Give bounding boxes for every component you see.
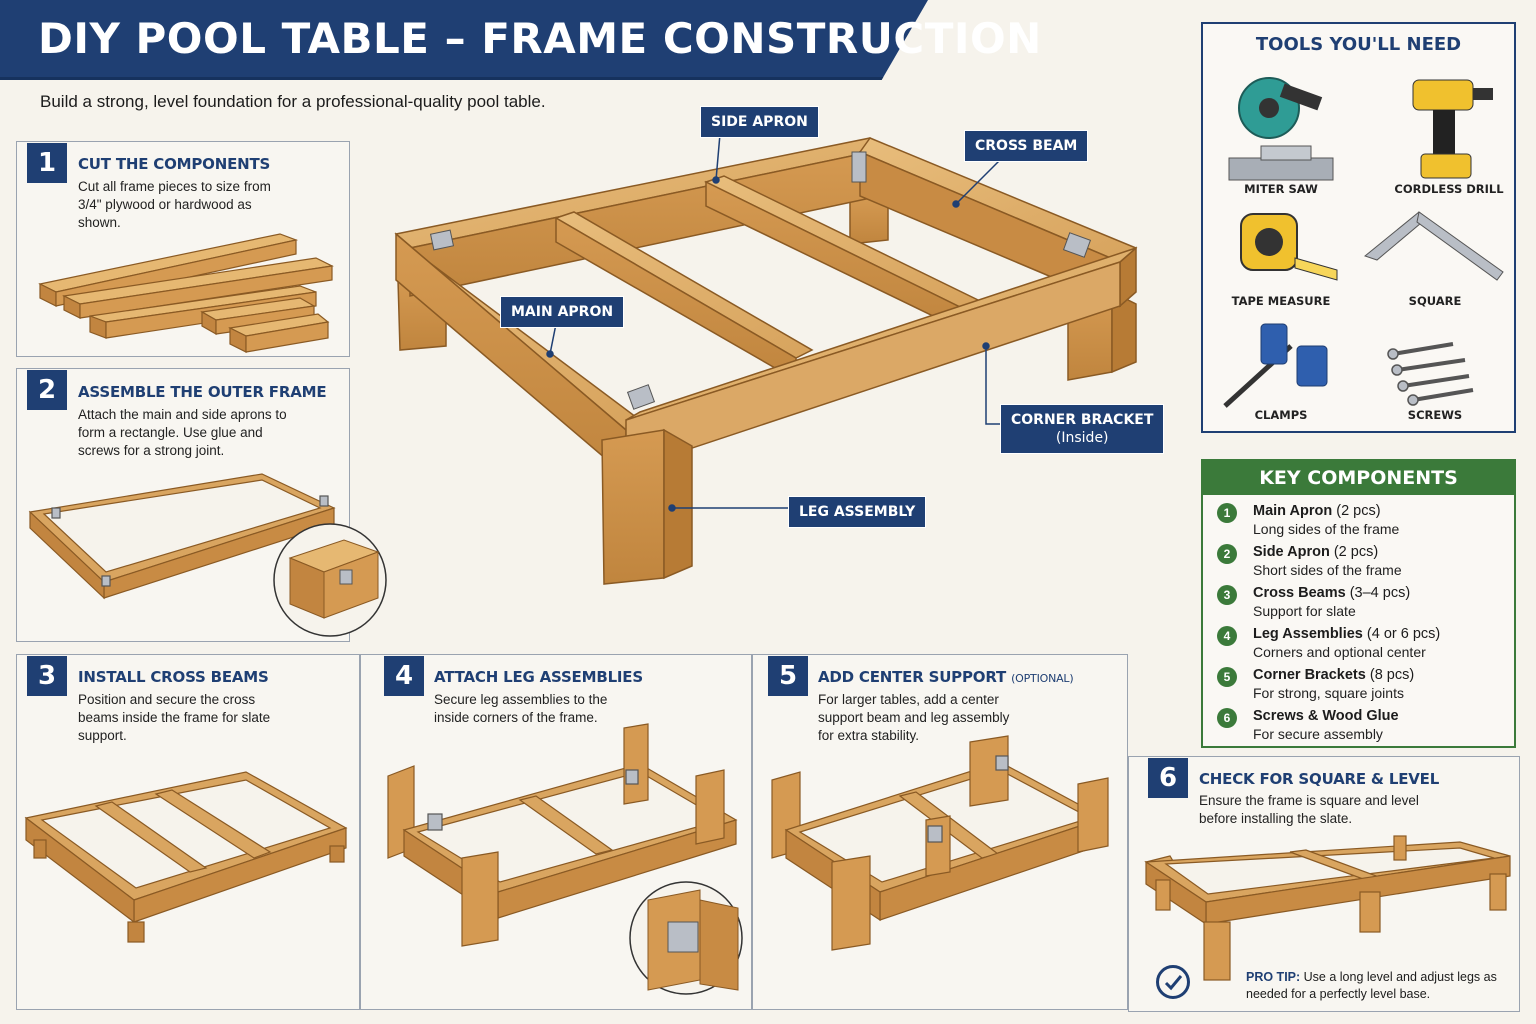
key-item-name: Main Apron bbox=[1253, 503, 1333, 519]
key-item-name: Side Apron bbox=[1253, 544, 1330, 560]
key-item-number: 4 bbox=[1217, 626, 1237, 646]
key-item-name-line: Leg Assemblies (4 or 6 pcs) bbox=[1253, 626, 1440, 642]
callout-leg-assembly: LEG ASSEMBLY bbox=[788, 496, 927, 528]
tool-label-square: SQUARE bbox=[1408, 294, 1462, 308]
front-corner-leg bbox=[601, 428, 693, 585]
key-item-desc: Support for slate bbox=[1253, 603, 1356, 619]
tool-label-tape-measure: TAPE MEASURE bbox=[1231, 294, 1331, 308]
key-item-qty: (3–4 pcs) bbox=[1349, 585, 1411, 601]
step-3-title: INSTALL CROSS BEAMS bbox=[78, 668, 269, 686]
key-item-name-line: Main Apron (2 pcs) bbox=[1253, 503, 1381, 519]
key-item-desc: For strong, square joints bbox=[1253, 685, 1404, 701]
key-item-qty: (2 pcs) bbox=[1333, 544, 1379, 560]
tools-title: TOOLS YOU'LL NEED bbox=[1255, 34, 1462, 55]
key-item-name: Cross Beams bbox=[1253, 585, 1346, 601]
key-item-desc: Long sides of the frame bbox=[1253, 521, 1400, 537]
step-5-title-text: ADD CENTER SUPPORT bbox=[818, 668, 1007, 686]
step-6-number: 6 bbox=[1148, 758, 1188, 798]
pro-tip-text: Use a long level and adjust legs as need… bbox=[1246, 970, 1497, 1001]
key-item-qty: (8 pcs) bbox=[1369, 667, 1415, 683]
key-item-qty: (2 pcs) bbox=[1336, 503, 1381, 519]
step-4-title: ATTACH LEG ASSEMBLIES bbox=[434, 668, 643, 686]
left-side-apron bbox=[395, 232, 642, 478]
tool-label-clamps: CLAMPS bbox=[1254, 408, 1308, 422]
step-2-title: ASSEMBLE THE OUTER FRAME bbox=[78, 383, 327, 401]
step-1-description: Cut all frame pieces to size from 3/4" p… bbox=[78, 179, 271, 230]
key-item-name-line: Screws & Wood Glue bbox=[1253, 708, 1399, 724]
page-subtitle: Build a strong, level foundation for a p… bbox=[40, 92, 546, 111]
miter-saw-icon bbox=[1228, 77, 1334, 181]
cordless-drill-icon bbox=[1412, 79, 1493, 179]
step-4-number: 4 bbox=[384, 656, 424, 696]
key-item-name-line: Side Apron (2 pcs) bbox=[1253, 544, 1378, 560]
step-5-number: 5 bbox=[768, 656, 808, 696]
step-6-description: Ensure the frame is square and level bef… bbox=[1199, 793, 1419, 826]
step-6-title: CHECK FOR SQUARE & LEVEL bbox=[1199, 770, 1440, 788]
key-components-title: KEY COMPONENTS bbox=[1203, 461, 1514, 495]
key-item-desc: For secure assembly bbox=[1253, 726, 1383, 742]
cross-beam-1 bbox=[554, 211, 814, 382]
step-1-number: 1 bbox=[27, 143, 67, 183]
screws-icon bbox=[1387, 342, 1474, 406]
callout-side-apron: SIDE APRON bbox=[700, 106, 819, 138]
tool-label-miter-saw: MITER SAW bbox=[1244, 182, 1318, 196]
key-item-name: Leg Assemblies bbox=[1253, 626, 1363, 642]
corner-bracket-icons bbox=[429, 151, 1092, 410]
key-item-number: 5 bbox=[1217, 667, 1237, 687]
tape-measure-icon bbox=[1240, 213, 1338, 281]
tool-label-cordless-drill: CORDLESS DRILL bbox=[1394, 182, 1504, 196]
step-3-number: 3 bbox=[27, 656, 67, 696]
page-title: DIY POOL TABLE – FRAME CONSTRUCTION bbox=[38, 14, 1042, 63]
callout-cross-beam: CROSS BEAM bbox=[964, 130, 1089, 162]
key-item-number: 2 bbox=[1217, 544, 1237, 564]
step-2-description: Attach the main and side aprons to form … bbox=[78, 407, 287, 458]
key-item-name: Screws & Wood Glue bbox=[1253, 708, 1399, 724]
key-item-desc: Short sides of the frame bbox=[1253, 562, 1402, 578]
key-components-panel: KEY COMPONENTS 1 Main Apron (2 pcs) Long… bbox=[1201, 459, 1516, 748]
step-5-title: ADD CENTER SUPPORT (OPTIONAL) bbox=[818, 668, 1074, 686]
key-item-number: 6 bbox=[1217, 708, 1237, 728]
tools-panel: TOOLS YOU'LL NEED MITER SAW CORDLESS DRI… bbox=[1201, 22, 1516, 433]
square-icon bbox=[1363, 211, 1504, 281]
callout-corner-bracket-label: CORNER BRACKET bbox=[1011, 412, 1154, 428]
pro-tip: PRO TIP: Use a long level and adjust leg… bbox=[1246, 969, 1506, 1003]
step-2-number: 2 bbox=[27, 370, 67, 410]
clamps-icon bbox=[1223, 323, 1328, 408]
step-5-optional-tag: (OPTIONAL) bbox=[1011, 672, 1074, 685]
callout-corner-bracket: CORNER BRACKET (Inside) bbox=[1000, 404, 1165, 454]
check-circle-icon bbox=[1156, 965, 1190, 999]
step-3-description: Position and secure the cross beams insi… bbox=[78, 692, 271, 743]
corner-detail-magnifier bbox=[273, 523, 387, 637]
title-banner bbox=[0, 0, 928, 80]
key-item-desc: Corners and optional center bbox=[1253, 644, 1426, 660]
callout-main-apron: MAIN APRON bbox=[500, 296, 625, 328]
leg-detail-magnifier bbox=[629, 881, 743, 995]
callout-leaders bbox=[546, 133, 1002, 512]
step-5-description: For larger tables, add a center support … bbox=[818, 692, 1010, 743]
key-item-qty: (4 or 6 pcs) bbox=[1366, 626, 1441, 642]
pro-tip-label: PRO TIP: bbox=[1246, 970, 1301, 984]
key-item-number: 1 bbox=[1217, 503, 1237, 523]
tool-label-screws: SCREWS bbox=[1407, 408, 1463, 422]
callout-corner-bracket-sub: (Inside) bbox=[1055, 430, 1109, 446]
step-4-description: Secure leg assemblies to the inside corn… bbox=[434, 692, 608, 725]
key-item-name-line: Corner Brackets (8 pcs) bbox=[1253, 667, 1414, 683]
key-item-name: Corner Brackets bbox=[1253, 667, 1366, 683]
key-item-name-line: Cross Beams (3–4 pcs) bbox=[1253, 585, 1410, 601]
step-1-title: CUT THE COMPONENTS bbox=[78, 155, 271, 173]
key-item-number: 3 bbox=[1217, 585, 1237, 605]
